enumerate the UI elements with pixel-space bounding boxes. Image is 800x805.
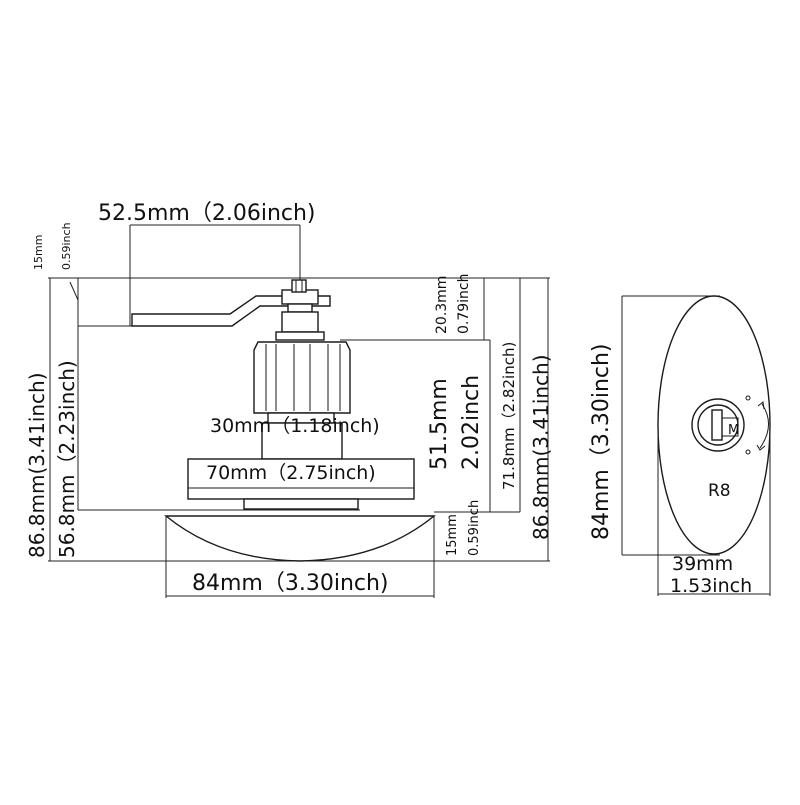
key-label: R8 bbox=[708, 481, 731, 501]
cap-height-inch-label: 0.59inch bbox=[467, 500, 482, 556]
side-view: 52.5mm（2.06inch) 15mm 0.59inch 20.3mm 0.… bbox=[25, 201, 553, 598]
collar-width-label: 30mm（1.18inch) bbox=[210, 415, 380, 437]
overall-right-label: 86.8mm(3.41inch) bbox=[529, 354, 553, 540]
plate-height-label: 84mm（3.30inch) bbox=[589, 343, 614, 540]
plate-width-inch-label: 1.53inch bbox=[670, 575, 752, 597]
flange-width-label: 70mm（2.75inch) bbox=[206, 462, 376, 484]
spindle-height-mm-label: 20.3mm bbox=[434, 276, 450, 334]
cap-height-mm-label: 15mm bbox=[445, 514, 460, 556]
body-to-top-label: 71.8mm（2.82inch) bbox=[500, 342, 518, 490]
spindle bbox=[275, 303, 325, 341]
collar bbox=[261, 422, 343, 460]
key-cylinder: M bbox=[691, 395, 769, 455]
top-side-inch-label: 0.59inch bbox=[60, 222, 73, 270]
flange-neck bbox=[243, 498, 359, 510]
top-side-mm-label: 15mm bbox=[32, 235, 45, 270]
plate-view: M R8 84mm（3.30inch) 39mm 1.53inch bbox=[589, 295, 771, 597]
overall-left-label: 86.8mm(3.41inch) bbox=[25, 372, 49, 558]
spindle-height-inch-label: 0.79inch bbox=[456, 273, 472, 334]
plate-width-mm-label: 39mm bbox=[672, 553, 733, 575]
domed-cap bbox=[164, 515, 436, 562]
flange bbox=[187, 458, 415, 500]
handle-lever bbox=[129, 224, 331, 327]
lock-body bbox=[253, 341, 351, 424]
body-height-mm-label: 51.5mm bbox=[427, 378, 452, 470]
lock-mark: M bbox=[728, 423, 739, 438]
handle-length-label: 52.5mm（2.06inch) bbox=[98, 201, 316, 226]
body-height-inch-label: 2.02inch bbox=[459, 375, 484, 470]
lever-body-label: 56.8mm（2.23inch) bbox=[55, 360, 79, 558]
base-width-label: 84mm（3.30inch) bbox=[192, 571, 389, 596]
